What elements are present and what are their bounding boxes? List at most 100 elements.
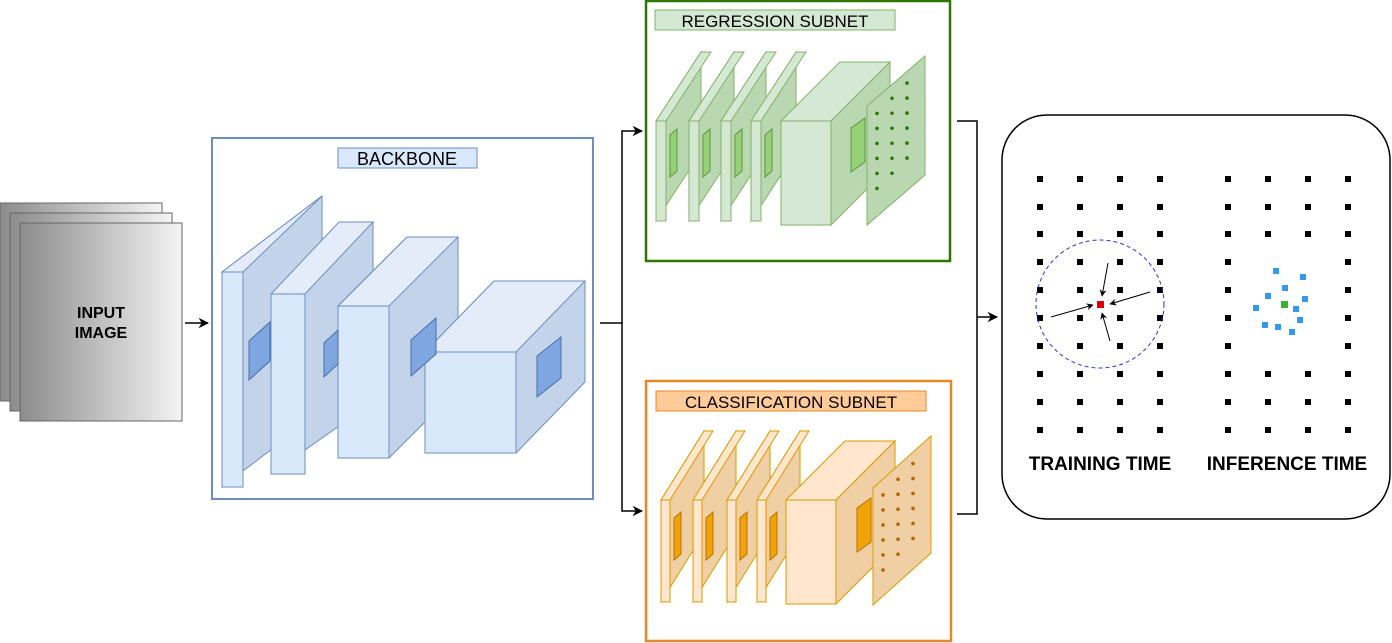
- regression-output-plane: [866, 54, 926, 227]
- anchor-point: [1305, 176, 1311, 182]
- classification-plane-dot: [881, 508, 885, 512]
- regression-plane-dot: [875, 111, 879, 116]
- anchor-point: [1077, 315, 1083, 321]
- output-panel: TRAINING TIME INFERENCE TIME: [1001, 114, 1391, 520]
- anchor-point: [1077, 287, 1083, 293]
- classification-plane-dot: [896, 477, 900, 482]
- classification-plane-dot: [911, 521, 915, 526]
- output-panel-border: [1001, 114, 1391, 520]
- classification-plane-dot: [896, 552, 900, 557]
- anchor-point: [1225, 427, 1231, 433]
- regression-plane-dot: [875, 186, 879, 191]
- regression-plane-dot: [905, 96, 909, 100]
- classification-slab-4: [756, 429, 810, 604]
- classification-subnet-block: CLASSIFICATION SUBNET: [644, 379, 953, 643]
- anchor-point: [1157, 427, 1163, 433]
- anchor-point: [1037, 259, 1043, 265]
- training-anchor-grid: [1037, 176, 1163, 433]
- anchor-point: [1265, 427, 1271, 433]
- classification-layers: [660, 429, 932, 607]
- anchor-point: [1345, 399, 1351, 405]
- anchor-point: [1265, 176, 1271, 182]
- anchor-point: [1157, 343, 1163, 349]
- classification-plane-dot: [881, 568, 885, 572]
- training-arrow-right: [1109, 291, 1151, 306]
- classification-plane-dot: [896, 537, 900, 542]
- anchor-point: [1225, 287, 1231, 293]
- anchor-point: [1037, 204, 1043, 210]
- anchor-point: [1265, 371, 1271, 377]
- classification-plane-dot: [896, 522, 900, 527]
- anchor-point: [1225, 371, 1231, 377]
- classification-slab-1: [660, 429, 714, 604]
- backbone-kernel-1: [248, 320, 271, 382]
- anchor-point: [1265, 204, 1271, 210]
- backbone-kernel-3: [410, 316, 437, 378]
- anchor-point: [1157, 176, 1163, 182]
- anchor-point: [1265, 399, 1271, 405]
- regression-kernel-3: [734, 127, 743, 179]
- classification-plane-dot: [911, 476, 915, 481]
- backbone-kernel-4: [536, 335, 562, 399]
- regression-plane-dot: [905, 141, 909, 145]
- anchor-point: [1157, 204, 1163, 210]
- backbone-kernel-2: [323, 328, 339, 379]
- anchor-point: [1265, 231, 1271, 237]
- regression-title: REGRESSION SUBNET: [681, 12, 868, 31]
- inference-predictions: [1253, 268, 1308, 335]
- regression-block-kernel: [850, 117, 866, 173]
- anchor-point: [1077, 371, 1083, 377]
- classification-plane-dot: [881, 493, 885, 497]
- anchor-point: [1157, 399, 1163, 405]
- anchor-point: [1225, 176, 1231, 182]
- anchor-point: [1117, 231, 1123, 237]
- regression-layers: [655, 50, 926, 227]
- anchor-point: [1225, 231, 1231, 237]
- training-arrow-left: [1050, 303, 1094, 318]
- anchor-point: [1345, 427, 1351, 433]
- inference-anchor-grid: [1225, 176, 1351, 433]
- regression-plane-dot: [905, 126, 909, 130]
- anchor-point: [1117, 315, 1123, 321]
- anchor-point: [1037, 427, 1043, 433]
- anchor-point: [1157, 259, 1163, 265]
- classification-plane-dot: [881, 538, 885, 542]
- regression-plane-dot: [890, 111, 894, 116]
- classification-plane-dot: [896, 507, 900, 512]
- anchor-point: [1305, 427, 1311, 433]
- anchor-point: [1305, 371, 1311, 377]
- anchor-point: [1345, 231, 1351, 237]
- anchor-point: [1077, 176, 1083, 182]
- anchor-point: [1117, 371, 1123, 377]
- classification-border: [644, 379, 953, 643]
- classification-kernel-3: [739, 510, 748, 562]
- anchor-point: [1345, 343, 1351, 349]
- regression-plane-dot: [890, 171, 894, 176]
- backbone-to-subnets-connector: [600, 125, 644, 517]
- regression-plane-dot: [905, 111, 909, 115]
- regression-plane-dot: [890, 141, 894, 146]
- regression-kernel-4: [764, 127, 773, 179]
- anchor-point: [1037, 231, 1043, 237]
- anchor-point: [1037, 399, 1043, 405]
- regression-plane-dot: [905, 81, 909, 85]
- anchor-point: [1037, 287, 1043, 293]
- anchor-point: [1157, 315, 1163, 321]
- regression-plane-dot: [875, 156, 879, 161]
- classification-plane-dot: [911, 491, 915, 496]
- anchor-point: [1117, 204, 1123, 210]
- classification-kernel-1: [673, 510, 682, 562]
- regression-title-box: [654, 9, 896, 31]
- regression-plane-dot: [890, 96, 894, 101]
- regression-plane-dot: [890, 126, 894, 131]
- anchor-point: [1117, 399, 1123, 405]
- regression-border: [644, 0, 952, 263]
- anchor-point: [1077, 231, 1083, 237]
- anchor-point: [1225, 315, 1231, 321]
- inference-selected-point: [1281, 301, 1288, 308]
- anchor-point: [1225, 399, 1231, 405]
- classification-plane-dot: [911, 506, 915, 511]
- classification-plane-dot: [881, 523, 885, 527]
- input-label-line2: IMAGE: [75, 325, 128, 342]
